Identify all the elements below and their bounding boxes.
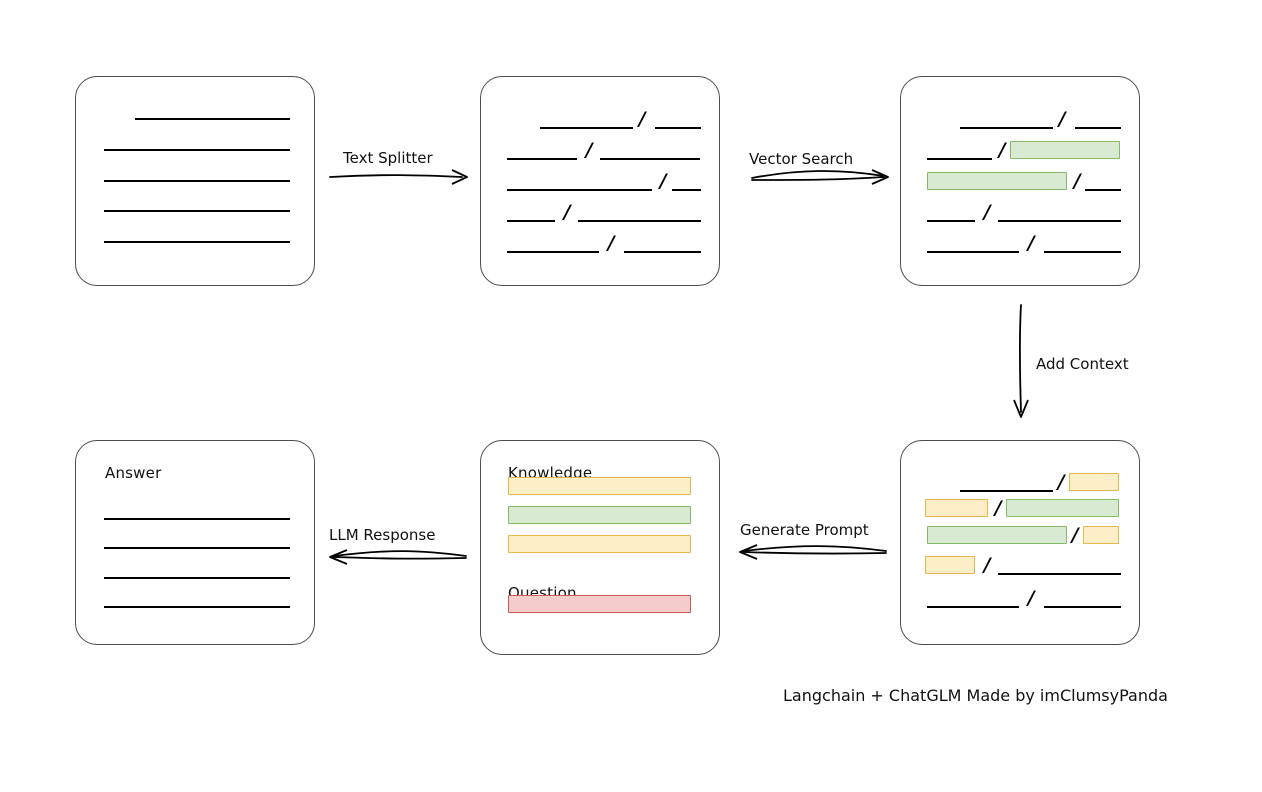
text-line [507, 158, 577, 160]
arrow-llm-response [329, 549, 467, 565]
context-chunk-highlight [508, 535, 691, 553]
chunk-separator-slash: / [983, 554, 991, 576]
text-line [507, 189, 652, 191]
node-split-chunks [480, 76, 720, 286]
chunk-separator-slash: / [1071, 524, 1079, 546]
chunk-separator-slash: / [1057, 471, 1065, 493]
chunk-separator-slash: / [638, 108, 646, 130]
text-line [600, 158, 700, 160]
arrow-generate-prompt [739, 544, 887, 560]
edge-label-text-splitter: Text Splitter [343, 149, 433, 167]
chunk-separator-slash: / [983, 201, 991, 223]
text-line [1075, 127, 1121, 129]
text-line [507, 220, 555, 222]
context-chunk-highlight [925, 499, 988, 517]
context-chunk-highlight [925, 556, 975, 574]
retrieved-chunk-highlight [1010, 141, 1120, 159]
text-line [624, 251, 701, 253]
text-line [1044, 606, 1121, 608]
retrieved-chunk-highlight [927, 172, 1067, 190]
retrieved-chunk-highlight [927, 526, 1067, 544]
chunk-separator-slash: / [607, 232, 615, 254]
edge-label-add-context: Add Context [1036, 355, 1129, 373]
text-line [104, 606, 290, 608]
chunk-separator-slash: / [1058, 108, 1066, 130]
text-line [540, 127, 633, 129]
text-line [104, 518, 290, 520]
context-chunk-highlight [1069, 473, 1119, 491]
text-line [927, 158, 992, 160]
text-line [655, 127, 701, 129]
edge-label-llm-response: LLM Response [329, 526, 436, 544]
text-line [672, 189, 701, 191]
text-line [927, 606, 1019, 608]
text-line [104, 149, 290, 151]
chunk-separator-slash: / [1027, 232, 1035, 254]
context-chunk-highlight [1083, 526, 1119, 544]
chunk-separator-slash: / [998, 139, 1006, 161]
chunk-separator-slash: / [563, 201, 571, 223]
question-highlight [508, 595, 691, 613]
text-line [998, 220, 1121, 222]
text-line [104, 210, 290, 212]
text-line [507, 251, 599, 253]
text-line [1085, 189, 1121, 191]
text-line [960, 490, 1053, 492]
arrow-add-context [1013, 304, 1029, 418]
node-answer [75, 440, 315, 645]
chunk-separator-slash: / [994, 497, 1002, 519]
chunk-separator-slash: / [1073, 170, 1081, 192]
retrieved-chunk-highlight [508, 506, 691, 524]
chunk-separator-slash: / [659, 170, 667, 192]
edge-label-vector-search: Vector Search [749, 150, 854, 168]
footer-credit: Langchain + ChatGLM Made by imClumsyPand… [783, 686, 1168, 705]
retrieved-chunk-highlight [1006, 499, 1119, 517]
text-line [998, 573, 1121, 575]
edge-label-generate-prompt: Generate Prompt [740, 521, 869, 539]
text-line [578, 220, 701, 222]
text-line [927, 251, 1019, 253]
arrow-text-splitter [329, 169, 468, 185]
text-line [135, 118, 290, 120]
context-chunk-highlight [508, 477, 691, 495]
text-line [104, 180, 290, 182]
chunk-separator-slash: / [585, 139, 593, 161]
text-line [927, 220, 975, 222]
text-line [960, 127, 1053, 129]
arrow-vector-search [751, 169, 889, 185]
text-line [104, 547, 290, 549]
chunk-separator-slash: / [1027, 587, 1035, 609]
text-line [1044, 251, 1121, 253]
node-answer-heading: Answer [105, 464, 162, 482]
text-line [104, 577, 290, 579]
text-line [104, 241, 290, 243]
